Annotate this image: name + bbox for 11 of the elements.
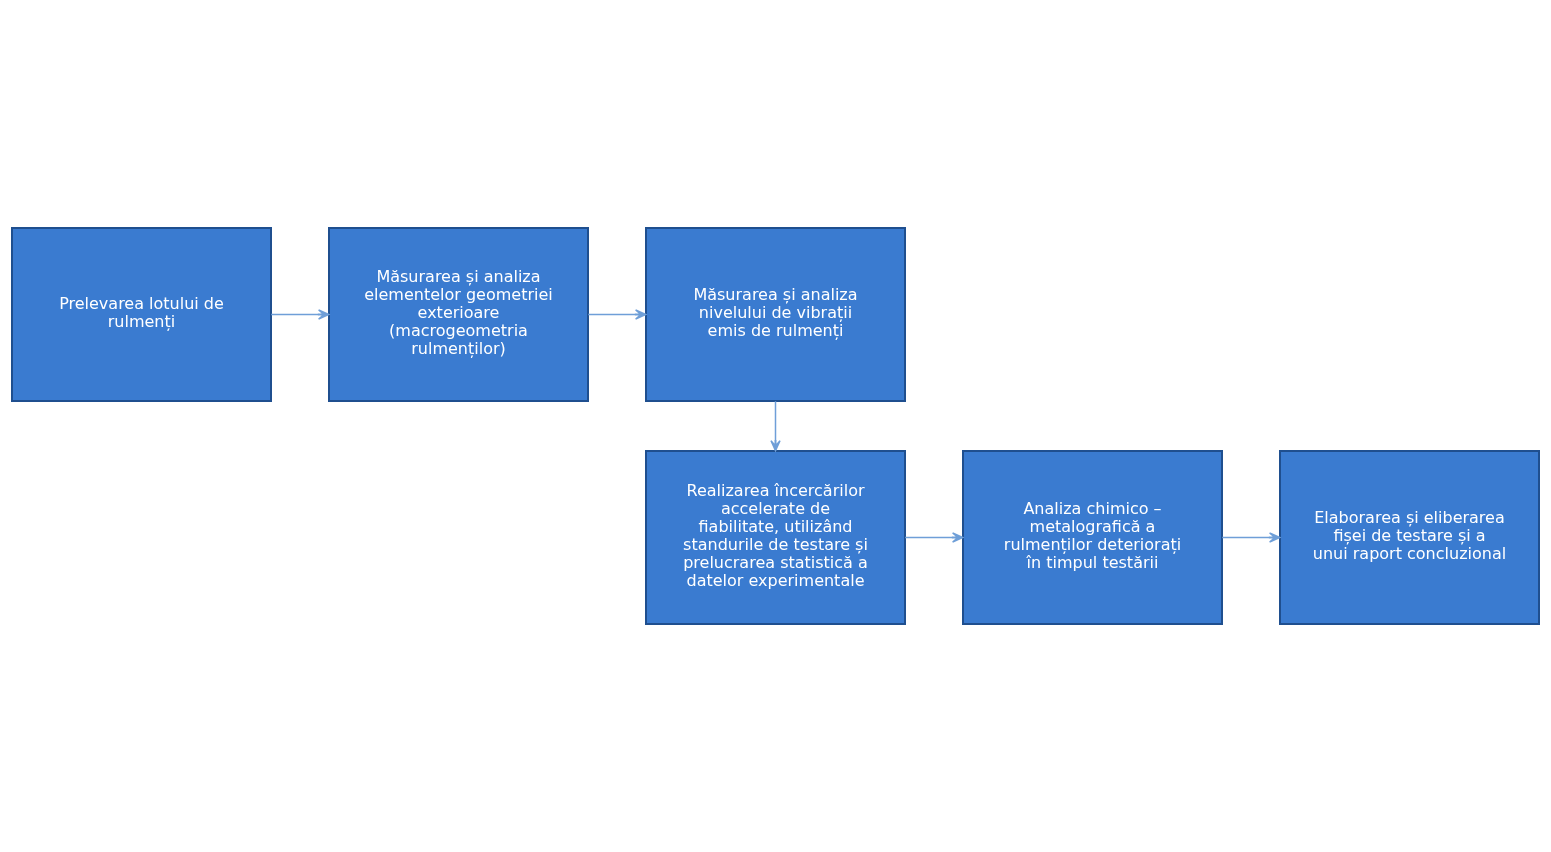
node-box: Elaborarea și eliberarea fișei de testare și a unui raport concluzional xyxy=(1279,450,1540,625)
node-box: Măsurarea și analiza nivelului de vibrații emis de rulmenți xyxy=(645,227,906,402)
arrow xyxy=(904,532,964,543)
arrow xyxy=(770,400,781,452)
arrow xyxy=(270,309,330,320)
arrow xyxy=(587,309,647,320)
node-box: Măsurarea și analiza elementelor geometriei exterioare (macrogeometria rulmenților) xyxy=(328,227,589,402)
arrow xyxy=(1221,532,1281,543)
node-box: Realizarea încercărilor accelerate de fiabilitate, utilizând standurile de testare și prelucrarea statistică a datelor experimentale xyxy=(645,450,906,625)
node-box: Prelevarea lotului de rulmenți xyxy=(11,227,272,402)
node-box: Analiza chimico – metalografică a rulmenților deteriorați în timpul testării xyxy=(962,450,1223,625)
